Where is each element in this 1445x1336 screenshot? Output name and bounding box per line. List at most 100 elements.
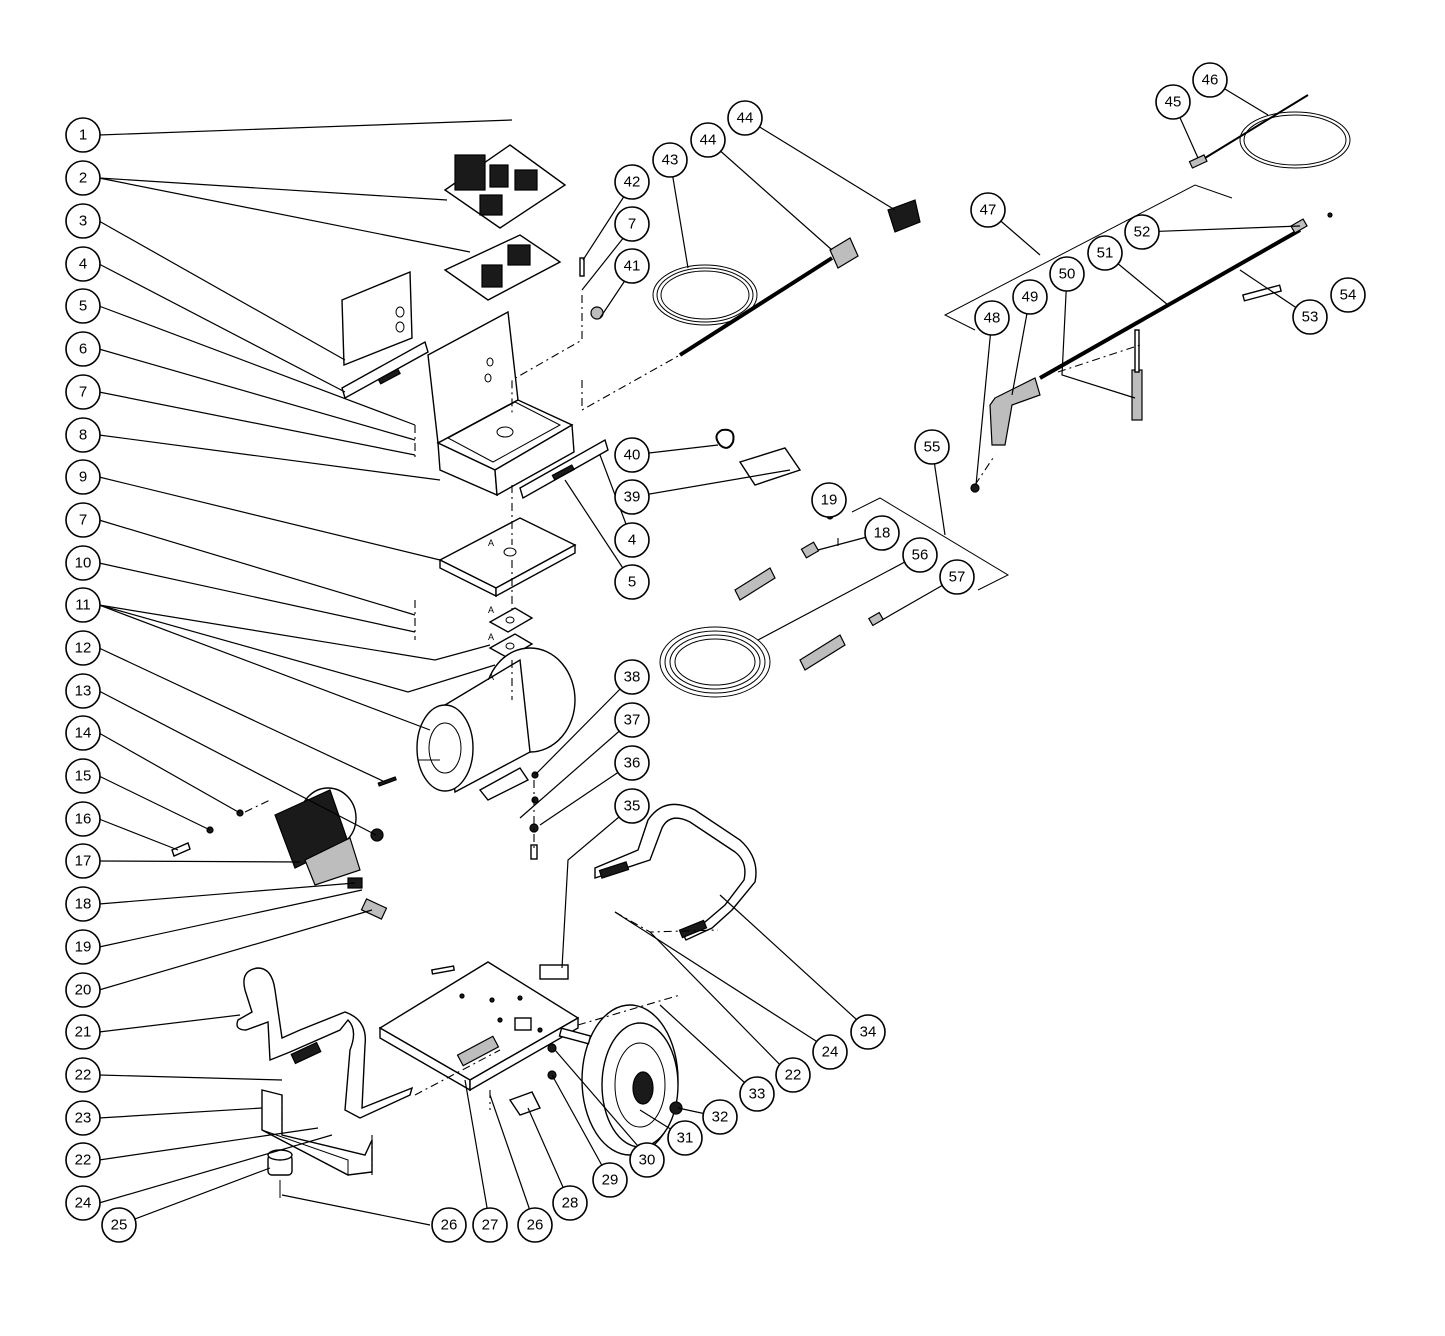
svg-text:20: 20 (75, 982, 92, 999)
callout-22c: 22 (775, 1057, 811, 1093)
callout-40: 40 (614, 437, 650, 473)
callout-36: 36 (614, 745, 650, 781)
svg-text:11: 11 (75, 597, 91, 614)
callout-22: 22 (65, 1057, 101, 1093)
svg-text:14: 14 (75, 725, 92, 742)
strip-left (341, 340, 429, 400)
callout-3: 3 (65, 203, 101, 239)
pump-assembly (274, 787, 388, 920)
panel-cover-label (341, 270, 413, 367)
rear-handle (594, 803, 757, 941)
callout-24: 24 (65, 1185, 101, 1221)
svg-text:16: 16 (75, 811, 92, 828)
callout-5: 5 (65, 288, 101, 324)
svg-text:36: 36 (624, 755, 641, 772)
svg-text:18: 18 (874, 525, 891, 542)
callout-30: 30 (629, 1142, 665, 1178)
callout-31: 31 (667, 1120, 703, 1156)
svg-text:56: 56 (912, 547, 929, 564)
svg-text:55: 55 (924, 439, 941, 456)
leader-lines (98, 79, 1311, 1226)
strip-right (519, 438, 609, 500)
callout-56: 56 (902, 537, 938, 573)
svg-text:50: 50 (1059, 266, 1076, 283)
svg-text:35: 35 (624, 798, 641, 815)
callout-37: 37 (614, 702, 650, 738)
svg-text:9: 9 (79, 469, 87, 486)
callout-48: 48 (974, 300, 1010, 336)
svg-text:51: 51 (1097, 245, 1114, 262)
callout-11: 11 (65, 587, 101, 623)
callout-18b: 18 (864, 515, 900, 551)
rubber-foot (267, 1149, 293, 1198)
svg-text:52: 52 (1134, 224, 1151, 241)
callout-13: 13 (65, 673, 101, 709)
callout-28: 28 (552, 1185, 588, 1221)
callout-7c: 7 (614, 206, 650, 242)
callout-38: 38 (614, 659, 650, 695)
callout-17: 17 (65, 843, 101, 879)
svg-text:24: 24 (75, 1195, 92, 1212)
svg-text:57: 57 (949, 569, 966, 586)
svg-text:5: 5 (628, 574, 636, 591)
svg-text:33: 33 (749, 1086, 766, 1103)
callout-27: 27 (472, 1207, 508, 1243)
callout-43: 43 (652, 142, 688, 178)
svg-text:31: 31 (677, 1130, 694, 1147)
electric-motor (416, 647, 576, 801)
svg-text:29: 29 (602, 1172, 619, 1189)
svg-text:1: 1 (79, 127, 87, 144)
callout-19: 19 (65, 929, 101, 965)
svg-text:32: 32 (712, 1109, 729, 1126)
callout-32: 32 (702, 1099, 738, 1135)
wand-hose-connector-44 (678, 199, 921, 357)
callout-10: 10 (65, 545, 101, 581)
control-board-lower (443, 234, 562, 301)
callout-26: 26 (431, 1207, 467, 1243)
svg-text:15: 15 (75, 768, 92, 785)
front-handle-frame (236, 967, 414, 1119)
svg-text:39: 39 (624, 489, 641, 506)
svg-text:22: 22 (75, 1067, 92, 1084)
svg-text:19: 19 (75, 939, 92, 956)
svg-text:13: 13 (75, 683, 92, 700)
svg-text:26: 26 (441, 1217, 458, 1234)
svg-text:19: 19 (821, 492, 838, 509)
callout-4b: 4 (614, 522, 650, 558)
svg-text:7: 7 (628, 216, 636, 233)
callout-34: 34 (850, 1014, 886, 1050)
control-box (427, 310, 575, 497)
svg-text:44: 44 (700, 132, 717, 149)
callout-57: 57 (939, 559, 975, 595)
svg-text:7: 7 (79, 512, 87, 529)
callout-50: 50 (1049, 256, 1085, 292)
callout-29: 29 (592, 1162, 628, 1198)
svg-text:40: 40 (624, 447, 641, 464)
svg-text:28: 28 (562, 1195, 579, 1212)
mount-plate (438, 517, 577, 598)
marker-a: A (488, 538, 494, 548)
svg-text:54: 54 (1340, 287, 1357, 304)
svg-text:26: 26 (527, 1217, 544, 1234)
callout-19b: 19 (811, 482, 847, 518)
svg-text:30: 30 (639, 1152, 656, 1169)
gun-wand-assembly (970, 212, 1333, 493)
callout-33: 33 (739, 1076, 775, 1112)
callout-21: 21 (65, 1014, 101, 1050)
callout-20: 20 (65, 972, 101, 1008)
callout-6: 6 (65, 331, 101, 367)
svg-text:4: 4 (79, 256, 87, 273)
callout-42: 42 (614, 164, 650, 200)
svg-text:12: 12 (75, 640, 92, 657)
assembly-lines (244, 295, 1141, 1175)
callout-balloons: 1 2 3 4 5 6 7 8 9 7 10 11 12 13 14 15 16… (65, 62, 1366, 1243)
svg-text:38: 38 (624, 669, 641, 686)
callout-12: 12 (65, 630, 101, 666)
svg-text:48: 48 (984, 310, 1001, 327)
svg-text:43: 43 (662, 152, 679, 169)
svg-text:42: 42 (624, 174, 641, 191)
callout-39: 39 (614, 479, 650, 515)
svg-text:6: 6 (79, 341, 87, 358)
callout-47: 47 (970, 192, 1006, 228)
callout-25: 25 (101, 1207, 137, 1243)
